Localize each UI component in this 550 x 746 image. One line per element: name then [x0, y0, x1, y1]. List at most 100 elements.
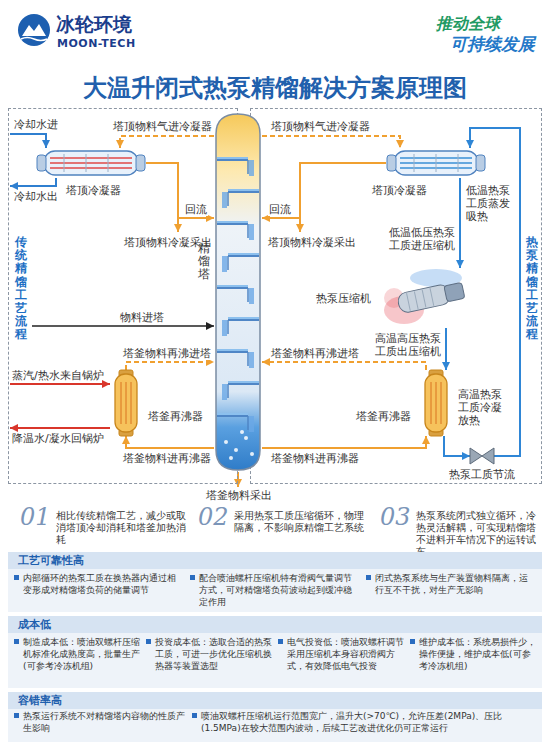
falling-liquid	[249, 288, 254, 304]
item-node: 内部循环的热泵工质在换热器内通过相变形成对精馏塔负荷的储量调节	[14, 572, 184, 596]
stream-label: 降温水/凝水回锅炉	[12, 432, 104, 445]
edge-label: 回流	[268, 203, 292, 216]
exchanger-tube	[435, 382, 436, 424]
downcomer	[247, 416, 249, 430]
tray	[217, 287, 248, 289]
section-heading: 工艺可靠性高	[18, 553, 84, 568]
equipment-graphic	[36, 148, 146, 178]
tray	[217, 415, 248, 417]
diagram-title: 大温升闭式热泵精馏解决方案原理图	[0, 74, 550, 102]
valve-node: 热泵工质节流	[470, 448, 494, 464]
cooling-water-in-line	[10, 134, 46, 148]
stream-label: 冷却水出	[14, 190, 58, 203]
equipment-graphic	[110, 370, 142, 436]
equipment-graphic	[470, 448, 494, 464]
equipment-label: 热泵工质节流	[449, 468, 515, 481]
baffle	[64, 154, 65, 172]
section-node: 工艺可靠性高内部循环的热泵工质在换热器内通过相变形成对精馏塔负荷的储量调节配合喷…	[8, 552, 542, 612]
edge-label: 塔釜物料再沸进塔	[270, 347, 360, 360]
bullet	[190, 575, 196, 581]
compressor-rib	[430, 288, 434, 306]
baffle	[108, 154, 109, 172]
bullet-square	[410, 639, 415, 644]
exchanger-shell	[425, 374, 447, 432]
tray	[228, 255, 259, 257]
tray	[217, 351, 248, 353]
vx-node: 塔釜再沸器	[420, 370, 452, 436]
baffle	[414, 154, 415, 172]
callout-number: 01	[20, 504, 51, 530]
flow-connector	[262, 362, 426, 370]
steam-line	[10, 383, 110, 385]
compressor-rib	[422, 290, 426, 308]
point-text: 相比传统精馏工艺，减少或取消塔顶冷却消耗和塔釜加热消耗	[56, 510, 188, 546]
exchanger-tube	[125, 382, 126, 424]
bullet	[366, 575, 372, 581]
flow-heading: 传统精馏工艺流程	[15, 236, 27, 342]
falling-liquid	[222, 256, 227, 272]
equipment-graphic	[386, 148, 486, 178]
bullet-square	[278, 639, 283, 644]
falling-liquid	[249, 352, 254, 368]
section-node: 成本低制造成本低：喷油双螺杆压缩机标准化成熟度高，批量生产(可参考冷冻机组)投资…	[8, 616, 542, 688]
logo-mountain	[22, 24, 46, 36]
bubble	[240, 430, 244, 434]
logo-wave	[21, 38, 47, 41]
equipment-label: 热泵压缩机	[316, 292, 371, 305]
tray-liquid	[217, 349, 248, 352]
bullet-square	[14, 639, 19, 644]
edge-label: 塔釜物料再沸进塔	[122, 347, 212, 360]
tray-liquid	[217, 413, 248, 416]
flow-connector	[262, 436, 426, 448]
stream-label: 塔顶物料冷凝采出	[268, 236, 356, 249]
stream-label: 低温热泵工质蒸发吸热	[466, 184, 516, 223]
item-node: 热泵运行系统不对精馏塔内容物的性质产生影响	[14, 710, 186, 734]
brand-name: 冰轮环境	[56, 13, 132, 35]
baffle	[458, 154, 459, 172]
exchanger-head	[476, 155, 485, 171]
item-text: 喷油双螺杆压缩机运行范围宽广，温升大(>70℃)，允许压差(2MPa)、压比(1…	[201, 710, 536, 734]
slogan: 可持续发展	[450, 34, 535, 54]
flow-connector	[126, 436, 214, 448]
exchanger-shell	[115, 374, 137, 432]
compressor-motor	[444, 282, 465, 301]
edge-label: 塔釜物料进再沸器	[122, 452, 212, 465]
equipment-label: 塔顶冷凝器	[66, 184, 121, 197]
tray	[228, 383, 259, 385]
point-text: 采用热泵工质压缩循环，物理隔离，不影响原精馏工艺系统	[234, 510, 372, 534]
exchanger-tube	[50, 167, 132, 168]
compressor-rib	[414, 291, 418, 309]
flow-connector	[262, 136, 400, 148]
bullet-square	[14, 575, 19, 580]
bubble	[229, 456, 233, 460]
item-node: 维护成本低：系统易损件少，操作便捷，维护成本低(可参考冷冻机组)	[410, 636, 538, 672]
exchanger-tube	[440, 382, 441, 424]
slogan: 推动全球	[436, 14, 500, 33]
tray-liquid	[217, 157, 248, 160]
downcomer	[247, 288, 249, 302]
exchanger-shell	[394, 151, 478, 175]
equipment-graphic	[214, 112, 262, 472]
downcomer	[227, 256, 229, 270]
item-text: 电气投资低：喷油双螺杆调节采用压缩机本身容积滑阀方式，有效降低电气投资	[287, 636, 406, 672]
stream-label: 冷却水进	[14, 118, 58, 131]
flow-connector	[459, 178, 461, 268]
item-text: 维护成本低：系统易损件少，操作便捷，维护成本低(可参考冷冻机组)	[419, 636, 538, 672]
hx-node: 塔顶冷凝器	[36, 148, 146, 178]
stream-label: 塔釜物料采出	[206, 489, 272, 502]
item-node: 喷油双螺杆压缩机运行范围宽广，温升大(>70℃)，允许压差(2MPa)、压比(1…	[192, 710, 536, 734]
equipment-graphic	[384, 268, 470, 328]
vx-node: 塔釜再沸器	[110, 370, 142, 436]
distillate-line	[177, 218, 179, 232]
item-node: 闭式热泵系统与生产装置物料隔离，运行互不干扰，对生产无影响	[366, 572, 536, 596]
compressor-rib	[407, 293, 411, 311]
downcomer	[227, 320, 229, 334]
tray-liquid	[217, 285, 248, 288]
tray-liquid	[228, 317, 259, 320]
edge-label: 塔顶物料气进冷凝器	[112, 120, 213, 133]
stream-label: 物料进塔	[120, 311, 164, 324]
region-node: 传统精馏工艺流程 塔顶冷凝器塔釜再沸器	[8, 108, 238, 484]
tray-liquid	[228, 189, 259, 192]
bullet-square	[146, 639, 151, 644]
region-node: 热泵精馏工艺流程塔顶冷凝器热泵压缩机塔釜再沸器热泵工质节流	[250, 108, 542, 484]
